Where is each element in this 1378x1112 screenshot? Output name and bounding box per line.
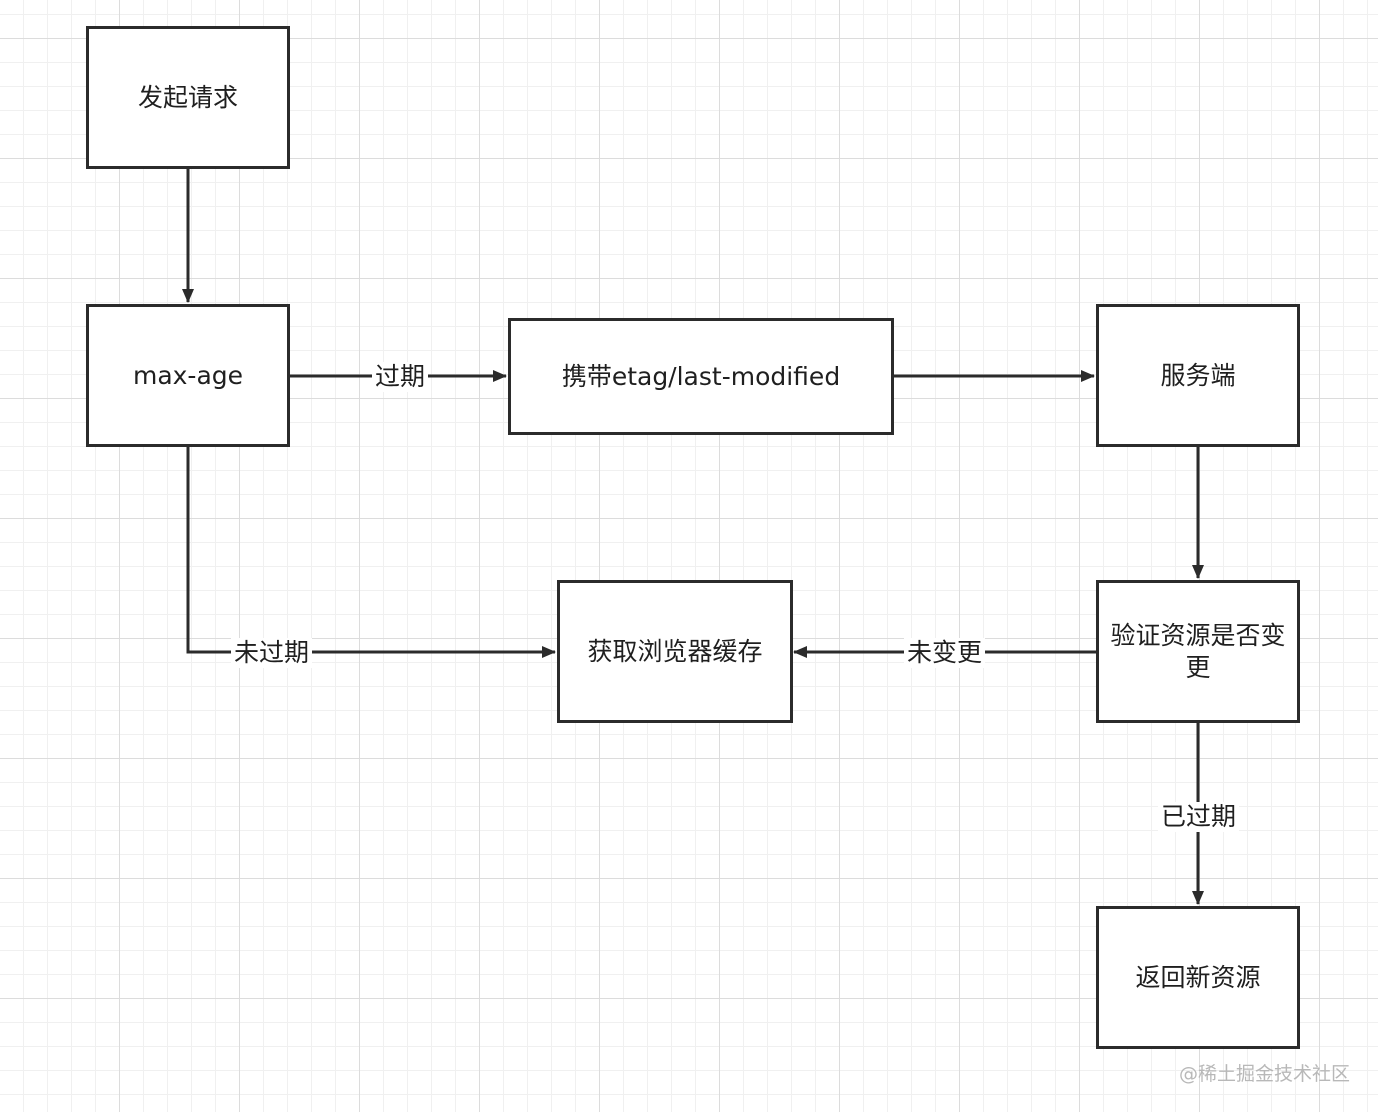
node-server: 服务端 [1096, 304, 1300, 447]
node-max-age: max-age [86, 304, 290, 447]
edge-label-expired: 过期 [372, 362, 429, 392]
node-browser-cache-label: 获取浏览器缓存 [587, 636, 763, 666]
node-server-label: 服务端 [1160, 360, 1236, 390]
edge-label-not-expired: 未过期 [231, 638, 313, 668]
node-verify-resource-label: 验证资源是否变更 [1110, 620, 1286, 682]
node-verify-resource: 验证资源是否变更 [1096, 580, 1300, 723]
node-carry-etag-label: 携带etag/last-modified [561, 361, 841, 391]
edge-label-unchanged: 未变更 [904, 638, 986, 668]
node-browser-cache: 获取浏览器缓存 [557, 580, 793, 723]
node-new-resource-label: 返回新资源 [1135, 962, 1261, 992]
node-max-age-label: max-age [132, 360, 244, 390]
node-start-request-label: 发起请求 [137, 82, 238, 112]
node-carry-etag: 携带etag/last-modified [508, 318, 894, 435]
edge-label-already-expired: 已过期 [1158, 802, 1240, 832]
edge-maxage-to-cache [186, 446, 556, 658]
node-new-resource: 返回新资源 [1096, 906, 1300, 1049]
node-start-request: 发起请求 [86, 26, 290, 169]
watermark-text: @稀土掘金技术社区 [1178, 1063, 1350, 1085]
